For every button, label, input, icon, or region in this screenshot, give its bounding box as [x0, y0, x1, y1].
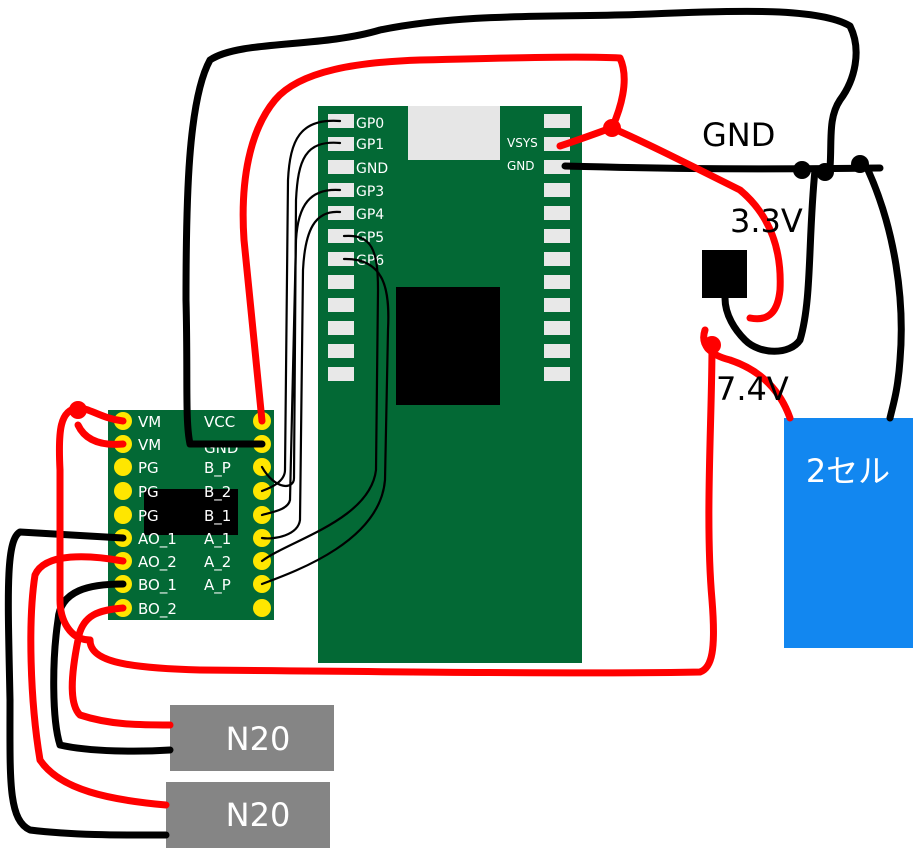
usb-connector — [408, 106, 500, 160]
motor-1 — [170, 705, 334, 771]
power-junction-dots — [69, 119, 721, 419]
driver-pin-bo2: BO_2 — [138, 600, 177, 619]
driver-pin-ao2: AO_2 — [138, 553, 177, 572]
voltage-regulator — [702, 250, 747, 298]
driver-pin-bo1: BO_1 — [138, 576, 177, 595]
driver-pin-vm-1: VM — [138, 413, 161, 431]
pico-chip — [396, 287, 500, 405]
driver-pin-vcc: VCC — [204, 413, 235, 431]
signal-wires — [260, 119, 390, 586]
battery-2cell — [784, 418, 913, 648]
driver-pin-pg-1: PG — [138, 459, 159, 477]
driver-pin-b2: B_2 — [204, 483, 231, 502]
driver-pin-pg-3: PG — [138, 507, 159, 525]
driver-pin-a1: A_1 — [204, 530, 231, 549]
pico-board: GP0 GP1 GND GP3 GP4 GP5 GP6 VSYS GND — [318, 106, 582, 663]
v74-label: 7.4V — [716, 370, 789, 408]
battery-label: 2セル — [806, 452, 890, 490]
motor-2-label: N20 — [226, 796, 291, 834]
gnd-wires — [4, 7, 905, 839]
pico-pin-gp3: GP3 — [356, 184, 384, 200]
gnd-junction-dots — [793, 155, 869, 181]
driver-pin-bp: B_P — [204, 459, 231, 478]
motor-1-label: N20 — [226, 720, 291, 758]
driver-pin-ap: A_P — [204, 576, 231, 595]
driver-pin-pg-2: PG — [138, 483, 159, 501]
driver-pin-ao1: AO_1 — [138, 530, 177, 549]
driver-pin-vm-2: VM — [138, 436, 161, 454]
pico-pin-gnd-right: GND — [507, 159, 535, 173]
pico-pin-gp5: GP5 — [356, 230, 384, 246]
driver-chip — [144, 489, 238, 535]
pico-left-pads — [328, 114, 354, 381]
pico-pin-gp1: GP1 — [356, 137, 384, 153]
pico-pin-gnd: GND — [356, 161, 388, 177]
motor-2 — [166, 782, 330, 848]
driver-pin-b1: B_1 — [204, 507, 231, 526]
gnd-label: GND — [702, 116, 775, 154]
v33-label: 3.3V — [730, 202, 803, 240]
pico-pin-vsys: VSYS — [507, 136, 538, 150]
driver-pin-a2: A_2 — [204, 553, 231, 572]
pico-pin-gp4: GP4 — [356, 207, 384, 223]
pico-pin-gp0: GP0 — [356, 116, 384, 132]
